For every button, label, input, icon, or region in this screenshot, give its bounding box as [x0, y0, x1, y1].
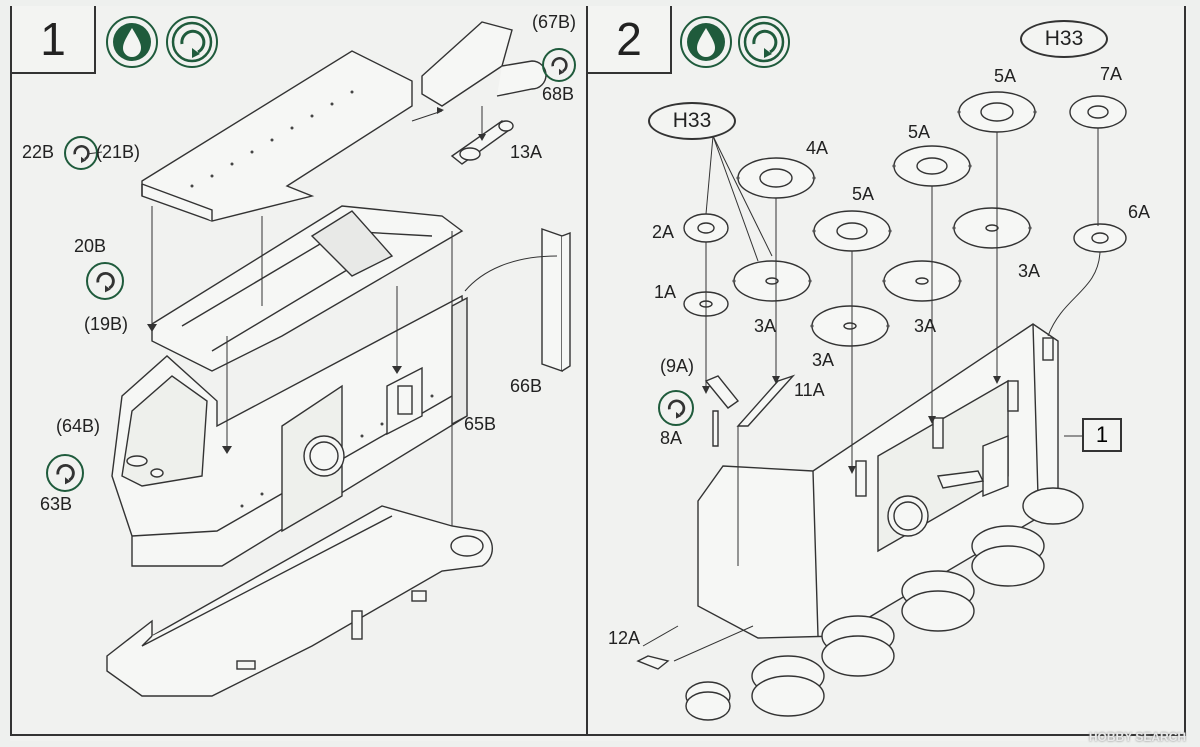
rotate-arrow-icon [64, 136, 98, 170]
part-label-67b: (67B) [532, 12, 577, 32]
part-label-22b: 22B [22, 142, 55, 162]
part-label-65b: 65B [464, 414, 497, 434]
step-1-assembly-drawing [86, 21, 571, 697]
part-label-13a: 13A [510, 142, 543, 162]
part-label-19b: (19B) [84, 314, 129, 334]
part-label-64b: (64B) [56, 416, 101, 436]
part-label-5a: 5A [994, 66, 1017, 86]
part-label-11a: 11A [794, 380, 825, 400]
part-label-20b: 20B [74, 236, 107, 256]
step-1-number: 1 [12, 6, 96, 74]
part-label-2a: 2A [652, 222, 675, 242]
part-label-68b: 68B [542, 84, 575, 104]
rotate-arrow-icon [46, 454, 84, 492]
part-label-3a: 3A [914, 316, 937, 336]
instruction-sheet: 1 [10, 6, 1188, 741]
step-2-panel: 2 [586, 6, 1186, 736]
part-label-9a: (9A) [660, 356, 695, 376]
step-1-panel: 1 [10, 6, 588, 736]
rotate-arrow-icon [542, 48, 576, 82]
rotate-arrow-icon [658, 390, 694, 426]
rotate-arrow-icon [166, 16, 218, 68]
part-label-5a: 5A [908, 122, 931, 142]
part-label-6a: 6A [1128, 202, 1151, 222]
glue-drop-icon [680, 16, 732, 68]
part-label-1a: 1A [654, 282, 677, 302]
watermark: HOBBY SEARCH [1088, 730, 1186, 744]
part-label-3a: 3A [1018, 261, 1041, 281]
part-label-5a: 5A [852, 184, 875, 204]
part-label-12a: 12A [608, 628, 641, 648]
rotate-arrow-icon [86, 262, 124, 300]
part-label-21b: (21B) [96, 142, 141, 162]
rotate-arrow-icon [738, 16, 790, 68]
glue-drop-icon [106, 16, 158, 68]
part-label-66b: 66B [510, 376, 543, 396]
step-2-assembly-drawing [636, 91, 1127, 721]
hardware-callout-h33: H33 [1020, 20, 1108, 58]
part-label-63b: 63B [40, 494, 73, 514]
part-label-8a: 8A [660, 428, 683, 448]
part-label-7a: 7A [1100, 64, 1123, 84]
part-label-4a: 4A [806, 138, 829, 158]
step-2-number: 2 [588, 6, 672, 74]
part-label-3a: 3A [812, 350, 835, 370]
step-reference-box: 1 [1082, 418, 1122, 452]
hardware-callout-h33: H33 [648, 102, 736, 140]
part-label-3a: 3A [754, 316, 777, 336]
